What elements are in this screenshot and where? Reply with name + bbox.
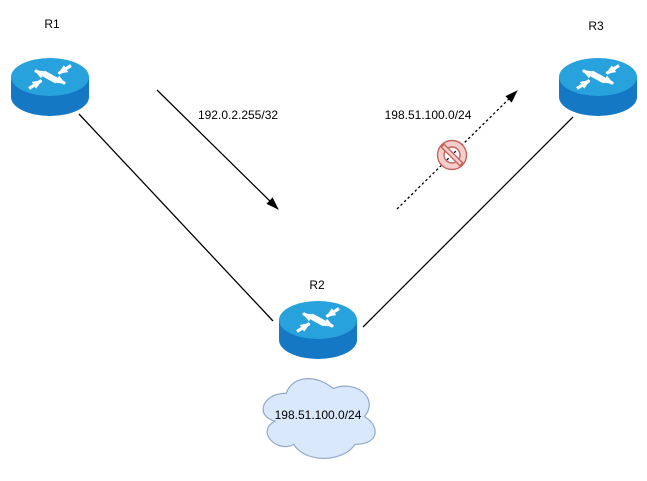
router-label-r3: R3: [588, 19, 604, 33]
router-icon-r1: [11, 58, 89, 116]
advertised-route-arrow: [156, 89, 279, 210]
link-r2-r3: [362, 116, 574, 328]
router-icon-r2: [279, 301, 357, 359]
router-label-r1: R1: [44, 17, 60, 31]
link-r1-r2: [78, 113, 274, 322]
advertised-route-label: 192.0.2.255/32: [197, 108, 279, 122]
blocked-route-arrow: [396, 90, 518, 210]
cloud-label: 198.51.100.0/24: [274, 408, 362, 422]
blocked-route-label: 198.51.100.0/24: [384, 108, 472, 122]
router-label-r2: R2: [309, 278, 325, 292]
router-icon-r3: [559, 58, 637, 116]
links-layer: [78, 113, 574, 328]
network-cloud-icon: [262, 378, 376, 459]
no-entry-icon: [436, 139, 468, 171]
